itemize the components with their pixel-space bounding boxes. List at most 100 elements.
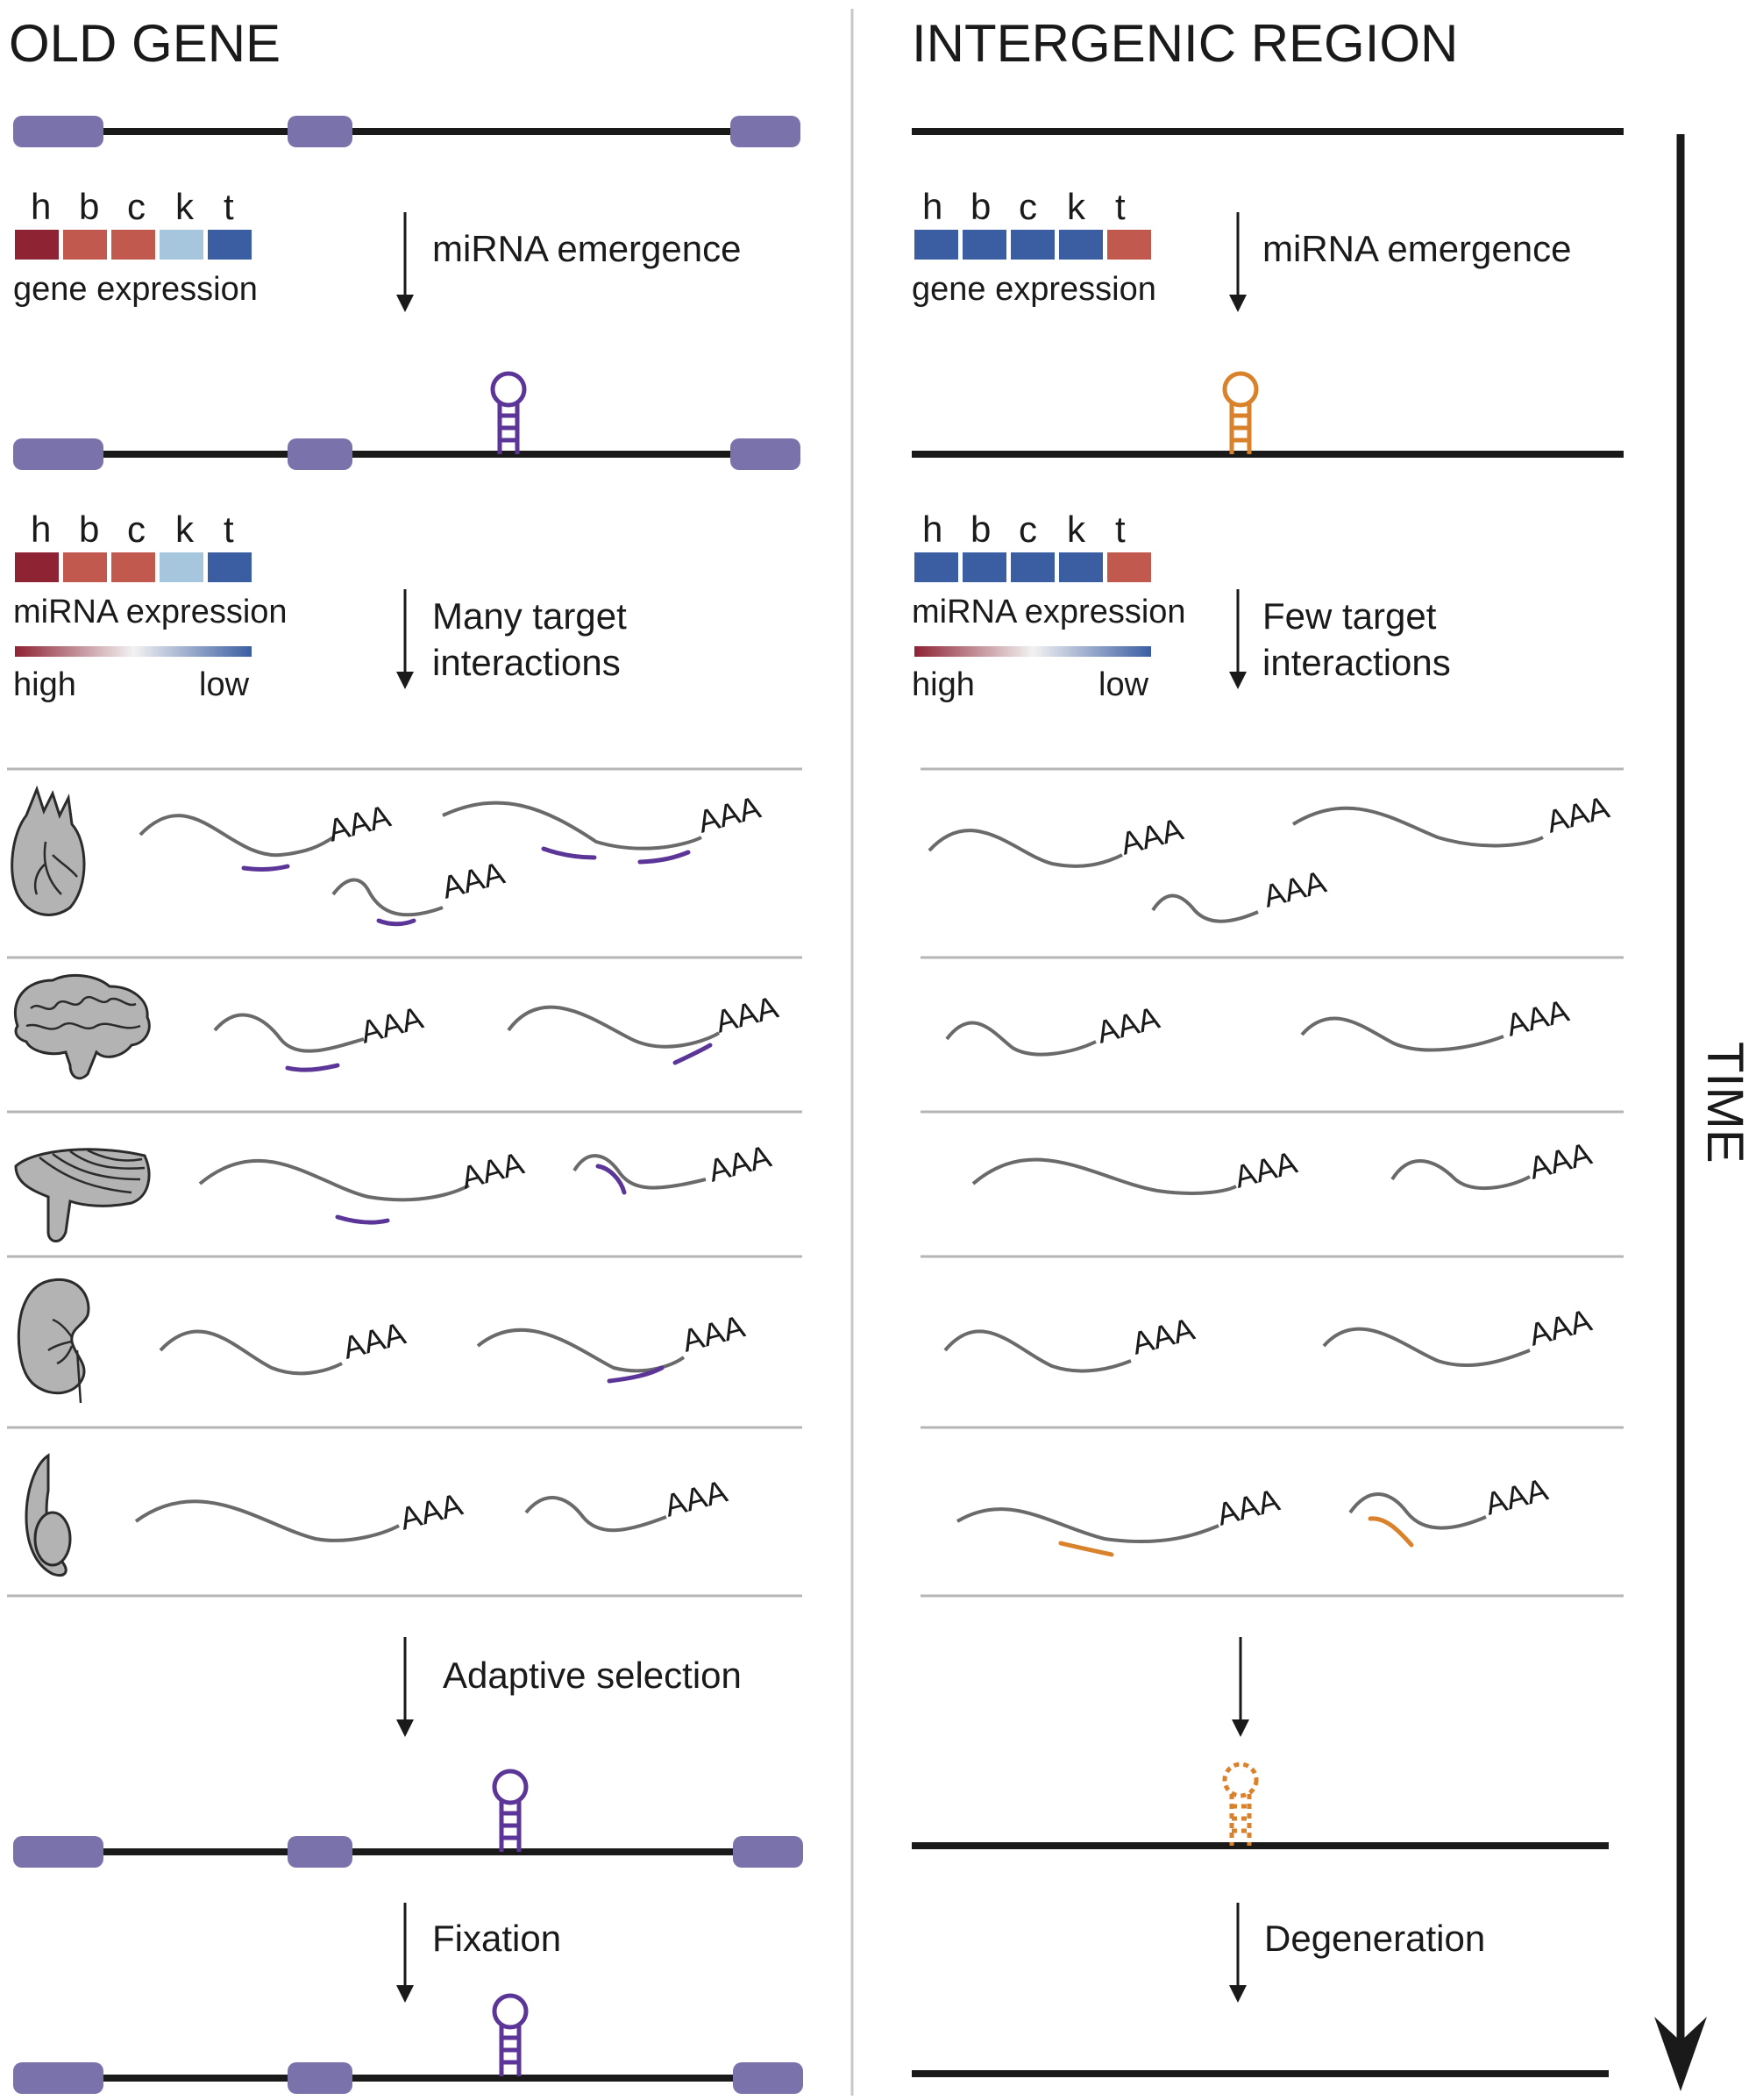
svg-text:AAA: AAA: [1127, 1310, 1198, 1361]
old-gene-locus-2: [13, 438, 800, 470]
svg-text:k: k: [175, 509, 195, 550]
svg-text:AAA: AAA: [323, 797, 394, 848]
heatmap-cell-c: [1011, 552, 1055, 582]
left-brain-transcripts: AAA AAA: [213, 988, 782, 1072]
right-step1-label: miRNA emergence: [1262, 228, 1571, 269]
svg-text:AAA: AAA: [693, 788, 764, 839]
svg-text:t: t: [1115, 509, 1126, 550]
letter-h: h: [31, 186, 51, 227]
left-testis-transcripts: AAA AAA: [134, 1472, 731, 1542]
right-heart-transcripts: AAA AAA AAA: [928, 788, 1613, 923]
svg-text:AAA: AAA: [437, 854, 508, 905]
svg-text:low: low: [1098, 666, 1149, 703]
expression-color-scale: [15, 646, 252, 657]
svg-text:c: c: [127, 509, 146, 550]
testis-icon: [25, 1453, 72, 1577]
right-step2-arrow: [1229, 589, 1247, 689]
svg-text:c: c: [1019, 186, 1037, 227]
svg-text:AAA: AAA: [678, 1307, 748, 1358]
svg-text:AAA: AAA: [1542, 788, 1612, 839]
old-gene-locus-1: [13, 116, 800, 147]
left-kidney-transcripts: AAA AAA: [159, 1307, 749, 1384]
svg-text:b: b: [79, 509, 99, 550]
legend-high: high: [13, 666, 76, 703]
svg-text:c: c: [1019, 509, 1037, 550]
left-step3-label: Adaptive selection: [443, 1655, 742, 1696]
letter-c: c: [127, 186, 146, 227]
degenerating-hairpin-icon: [1222, 1762, 1259, 1846]
letter-t: t: [224, 186, 234, 227]
svg-text:AAA: AAA: [1481, 1470, 1551, 1521]
right-brain-transcripts: AAA AAA: [945, 992, 1573, 1057]
right-step2-label-1: Few target: [1262, 595, 1437, 637]
left-heart-transcripts: AAA AAA AAA: [139, 788, 764, 927]
gene-expression-label: gene expression: [13, 271, 258, 308]
left-mirna-expression-heatmap: h b c k t miRNA expression high low: [13, 509, 288, 703]
svg-text:AAA: AAA: [1525, 1135, 1595, 1185]
heatmap-cell-k: [1059, 552, 1103, 582]
right-title: INTERGENIC REGION: [912, 14, 1458, 73]
heatmap-cell-t: [208, 552, 252, 582]
mirna-hairpin-icon: [492, 1769, 529, 1852]
brain-icon: [13, 973, 151, 1080]
heatmap-cell-b: [963, 552, 1006, 582]
right-step1-arrow: [1229, 212, 1247, 312]
left-cerebellum-transcripts: AAA AAA: [198, 1137, 775, 1225]
legend-low: low: [199, 666, 250, 703]
mirna-hairpin-icon: [490, 371, 527, 454]
heatmap-cell-h: [914, 230, 958, 260]
old-gene-locus-3: [13, 1836, 803, 1868]
svg-text:AAA: AAA: [1502, 992, 1572, 1043]
svg-text:gene expression: gene expression: [912, 271, 1156, 308]
svg-text:AAA: AAA: [356, 999, 426, 1050]
svg-text:b: b: [970, 509, 991, 550]
svg-text:AAA: AAA: [1525, 1301, 1595, 1352]
svg-text:AAA: AAA: [395, 1485, 466, 1536]
svg-text:high: high: [912, 666, 975, 703]
heatmap-cell-k: [1059, 230, 1103, 260]
svg-text:miRNA expression: miRNA expression: [912, 594, 1186, 630]
heatmap-cell-h: [15, 552, 59, 582]
right-step4-arrow: [1229, 1903, 1247, 2003]
left-step2-label-1: Many target: [432, 595, 627, 637]
svg-text:AAA: AAA: [1230, 1143, 1300, 1194]
svg-text:h: h: [922, 509, 942, 550]
svg-text:AAA: AAA: [457, 1144, 527, 1195]
time-label: TIME: [1696, 1042, 1753, 1164]
svg-text:t: t: [224, 509, 234, 550]
svg-text:AAA: AAA: [711, 988, 781, 1039]
right-step4-label: Degeneration: [1264, 1918, 1485, 1959]
time-arrow: [1654, 134, 1707, 2091]
right-gene-expression-heatmap: h b c k t gene expression: [912, 186, 1156, 308]
heart-icon: [11, 785, 86, 916]
left-gene-expression-heatmap: h b c k t gene expression: [13, 186, 258, 308]
right-mirna-expression-heatmap: h b c k t miRNA expression high low: [912, 509, 1186, 703]
svg-text:AAA: AAA: [338, 1314, 409, 1365]
mirna-hairpin-icon: [1222, 371, 1259, 454]
right-cerebellum-transcripts: AAA AAA: [971, 1135, 1596, 1195]
svg-text:AAA: AAA: [660, 1472, 730, 1523]
left-step1-label: miRNA emergence: [432, 228, 741, 269]
mirna-hairpin-icon: [492, 1993, 529, 2076]
old-gene-locus-4: [13, 2062, 803, 2094]
heatmap-cell-h: [15, 230, 59, 260]
right-kidney-transcripts: AAA AAA: [943, 1301, 1596, 1373]
left-step2-arrow: [396, 589, 414, 689]
svg-text:t: t: [1115, 186, 1126, 227]
svg-text:AAA: AAA: [1259, 863, 1329, 914]
heatmap-cell-h: [914, 552, 958, 582]
mirna-expression-label: miRNA expression: [13, 594, 288, 630]
left-step3-arrow: [396, 1637, 414, 1737]
heatmap-cell-b: [63, 552, 107, 582]
heatmap-cell-k: [160, 230, 203, 260]
heatmap-cell-k: [160, 552, 203, 582]
svg-text:k: k: [1067, 509, 1086, 550]
left-step4-label: Fixation: [432, 1918, 561, 1959]
svg-text:AAA: AAA: [704, 1137, 774, 1188]
heatmap-cell-c: [111, 230, 155, 260]
heatmap-cell-b: [63, 230, 107, 260]
cerebellum-icon: [14, 1148, 151, 1242]
left-step2-label-2: interactions: [432, 642, 621, 683]
left-step1-arrow: [396, 212, 414, 312]
left-title: OLD GENE: [9, 14, 281, 73]
